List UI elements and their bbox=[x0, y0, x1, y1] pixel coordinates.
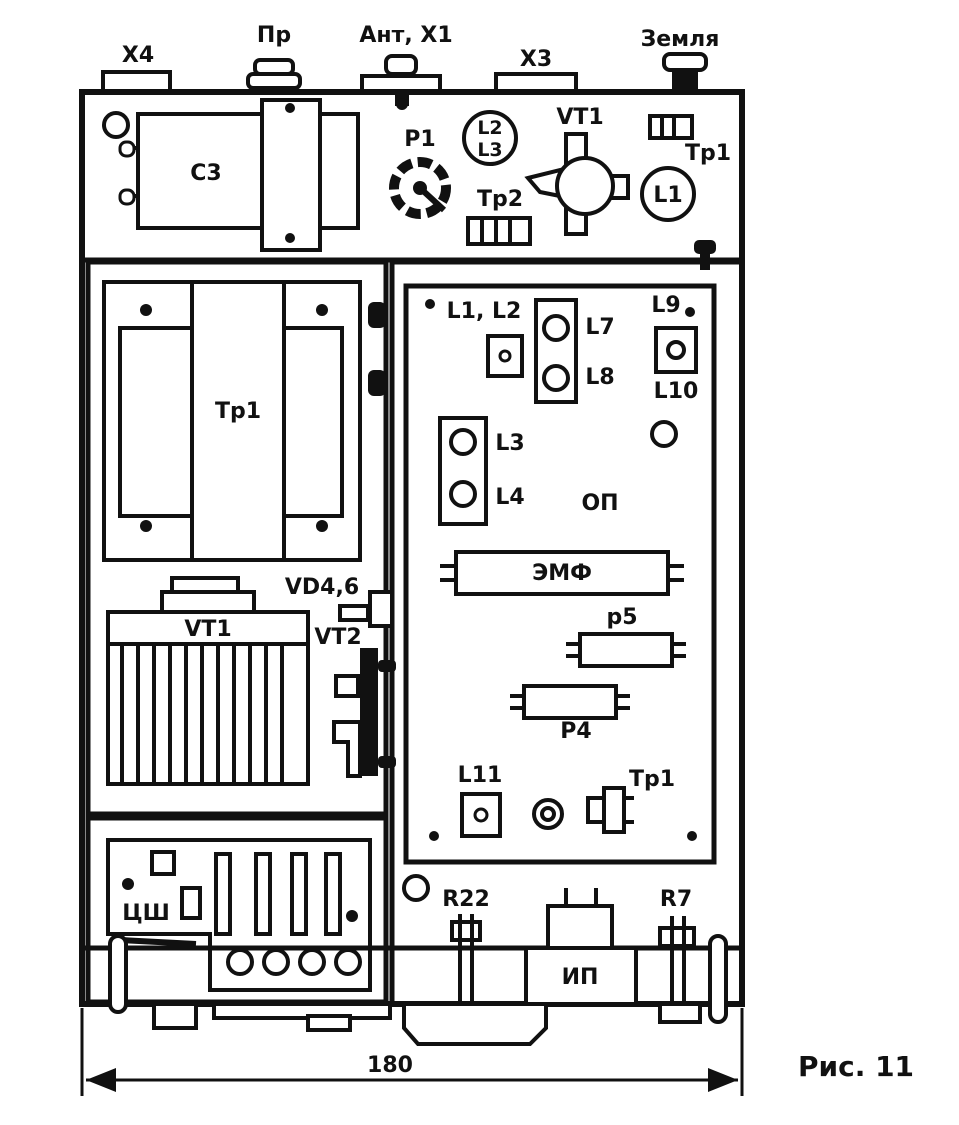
board-socket bbox=[532, 798, 564, 830]
label-l3: L3 bbox=[477, 139, 502, 161]
resistor-r22 bbox=[450, 914, 482, 1004]
label-vt1-heatsink: VT1 bbox=[184, 617, 231, 642]
filter-emf bbox=[440, 550, 684, 596]
board-hole-tr bbox=[685, 307, 695, 317]
label-l8: L8 bbox=[585, 365, 614, 390]
mounting-hole-top-left bbox=[102, 111, 130, 139]
bolt-right bbox=[694, 240, 716, 270]
label-vt1-top: VT1 bbox=[556, 105, 603, 130]
coil-l1-top bbox=[640, 166, 696, 222]
diode-vd46 bbox=[338, 590, 394, 628]
coil-l11 bbox=[460, 792, 502, 838]
relay-p5 bbox=[566, 632, 686, 668]
label-pr: Пр bbox=[257, 23, 291, 48]
label-csh: ЦШ bbox=[122, 901, 170, 926]
right-compartment bbox=[389, 259, 740, 1004]
coil-l7-l8 bbox=[534, 298, 578, 404]
label-p5: р5 bbox=[606, 605, 637, 630]
label-tr1-top: Тр1 bbox=[685, 141, 731, 166]
coil-l2-l3 bbox=[462, 110, 518, 166]
label-emf: ЭМФ bbox=[532, 561, 592, 586]
connector-pr bbox=[246, 58, 302, 90]
label-l1-l2-board: L1, L2 bbox=[447, 299, 522, 324]
label-ip: ИП bbox=[562, 965, 599, 990]
label-tr1-board: Тр1 bbox=[629, 767, 675, 792]
label-l10: L10 bbox=[654, 379, 699, 404]
label-r22: R22 bbox=[442, 887, 490, 912]
label-tr2: Тр2 bbox=[477, 187, 523, 212]
label-l7: L7 bbox=[585, 315, 614, 340]
mounting-hole-bottom bbox=[402, 874, 430, 902]
label-l4-board: L4 bbox=[495, 485, 524, 510]
label-l2: L2 bbox=[477, 117, 502, 139]
transformer-tr1-top bbox=[648, 114, 694, 140]
label-tr1-main: Тр1 bbox=[215, 399, 261, 424]
label-p1: P1 bbox=[404, 127, 435, 152]
dimension-180 bbox=[80, 1008, 744, 1096]
label-l9: L9 bbox=[651, 293, 680, 318]
label-vd46: VD4,6 bbox=[285, 575, 359, 600]
board-csh bbox=[106, 838, 372, 992]
label-x3: X3 bbox=[520, 47, 552, 72]
figure-caption: Рис. 11 bbox=[798, 1050, 914, 1083]
label-dimension: 180 bbox=[367, 1053, 413, 1078]
connector-x3 bbox=[494, 72, 578, 90]
coil-l3-l4-board bbox=[438, 416, 488, 526]
label-r7: R7 bbox=[660, 887, 692, 912]
transistor-vt2 bbox=[332, 648, 396, 778]
label-l11: L11 bbox=[458, 763, 503, 788]
label-x4: X4 bbox=[122, 43, 154, 68]
meter-ip bbox=[524, 888, 638, 1006]
label-vt2: VT2 bbox=[314, 625, 361, 650]
clip-right bbox=[708, 934, 728, 1024]
label-p4: Р4 bbox=[560, 719, 591, 744]
switch-p1 bbox=[389, 157, 451, 219]
label-l1-top: L1 bbox=[653, 183, 682, 208]
resistor-r7 bbox=[658, 916, 696, 1004]
label-c3: C3 bbox=[190, 161, 221, 186]
board-hole-tl bbox=[425, 299, 435, 309]
transformer-tr1-board bbox=[586, 786, 634, 834]
connector-earth bbox=[662, 52, 708, 90]
left-compartment bbox=[85, 259, 389, 817]
label-earth: Земля bbox=[641, 27, 720, 52]
tr1-side-tabs bbox=[368, 302, 386, 396]
board-hole-bl bbox=[429, 831, 439, 841]
connector-x4 bbox=[101, 70, 172, 90]
transformer-tr1-main bbox=[102, 280, 362, 562]
coil-l9-l10 bbox=[654, 326, 698, 374]
board-hole-br bbox=[687, 831, 697, 841]
label-l3-board: L3 bbox=[495, 431, 524, 456]
transformer-tr2-top bbox=[466, 216, 532, 246]
label-ant: Ант, X1 bbox=[359, 23, 452, 48]
heatsink-vt1 bbox=[106, 576, 310, 786]
connector-ant bbox=[360, 54, 442, 110]
board-pin bbox=[650, 420, 678, 448]
clip-left bbox=[108, 934, 128, 1014]
relay-p4 bbox=[510, 684, 630, 720]
transistor-vt1-top bbox=[524, 132, 630, 236]
coil-l1-l2-board bbox=[486, 334, 524, 378]
bottom-connectors bbox=[152, 1002, 702, 1046]
label-op: ОП bbox=[581, 491, 618, 516]
capacitor-c3 bbox=[118, 98, 360, 252]
